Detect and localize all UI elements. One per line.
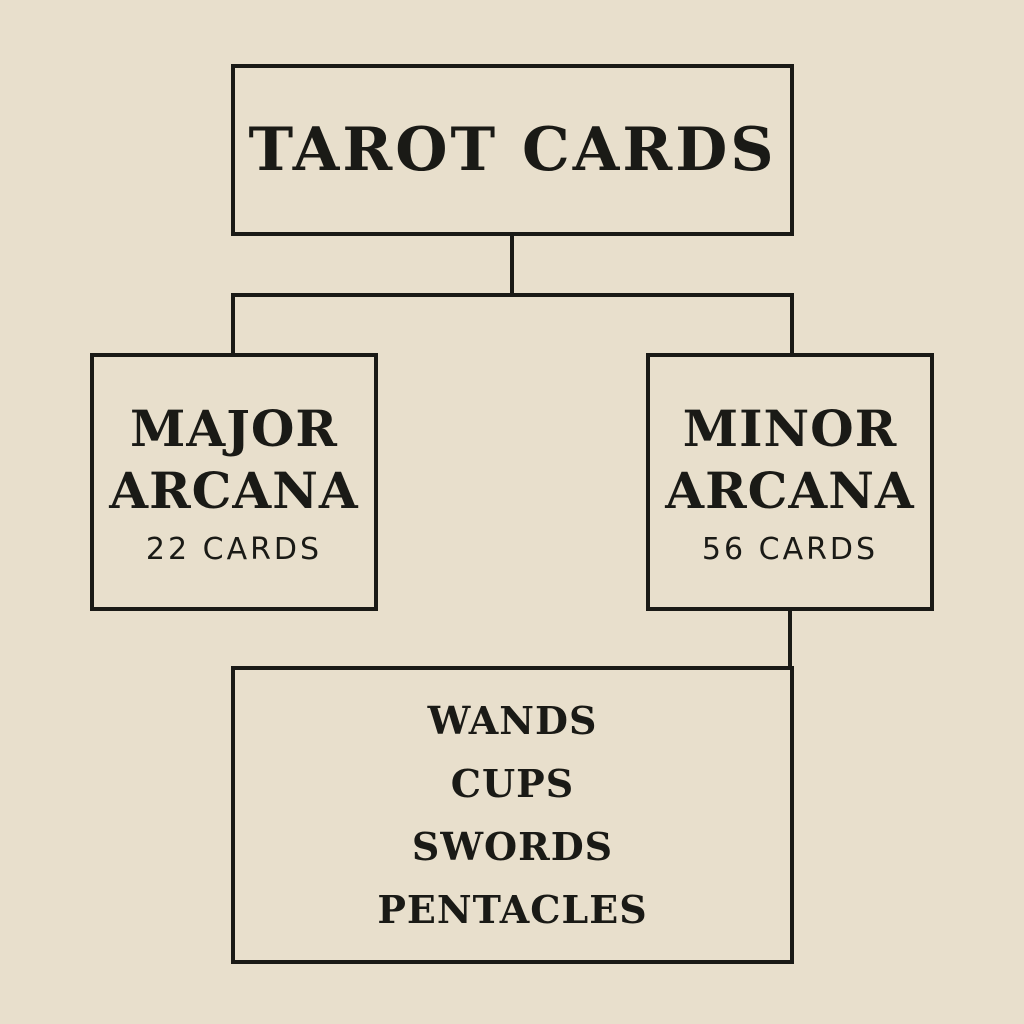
suit-cups: CUPS — [450, 761, 575, 806]
major-arcana-count: 22 CARDS — [145, 531, 323, 567]
root-node-tarot-cards: TAROT CARDS — [231, 64, 794, 236]
suit-wands: WANDS — [427, 698, 598, 743]
minor-arcana-title-line2: ARCANA — [665, 460, 915, 520]
node-major-arcana: MAJOR ARCANA 22 CARDS — [90, 353, 378, 611]
connector-to-minor — [790, 293, 794, 355]
connector-to-major — [231, 293, 235, 355]
minor-arcana-count: 56 CARDS — [701, 531, 879, 567]
major-arcana-title-line1: MAJOR — [130, 398, 338, 458]
minor-arcana-title-line1: MINOR — [682, 398, 898, 458]
connector-minor-to-suits — [788, 609, 792, 668]
node-minor-arcana: MINOR ARCANA 56 CARDS — [646, 353, 934, 611]
suit-pentacles: PENTACLES — [377, 887, 648, 932]
node-minor-suits: WANDS CUPS SWORDS PENTACLES — [231, 666, 794, 964]
suit-swords: SWORDS — [411, 824, 614, 869]
connector-horizontal — [231, 293, 794, 297]
major-arcana-title-line2: ARCANA — [109, 460, 359, 520]
connector-root-down — [510, 234, 514, 297]
root-node-title: TAROT CARDS — [248, 115, 777, 185]
